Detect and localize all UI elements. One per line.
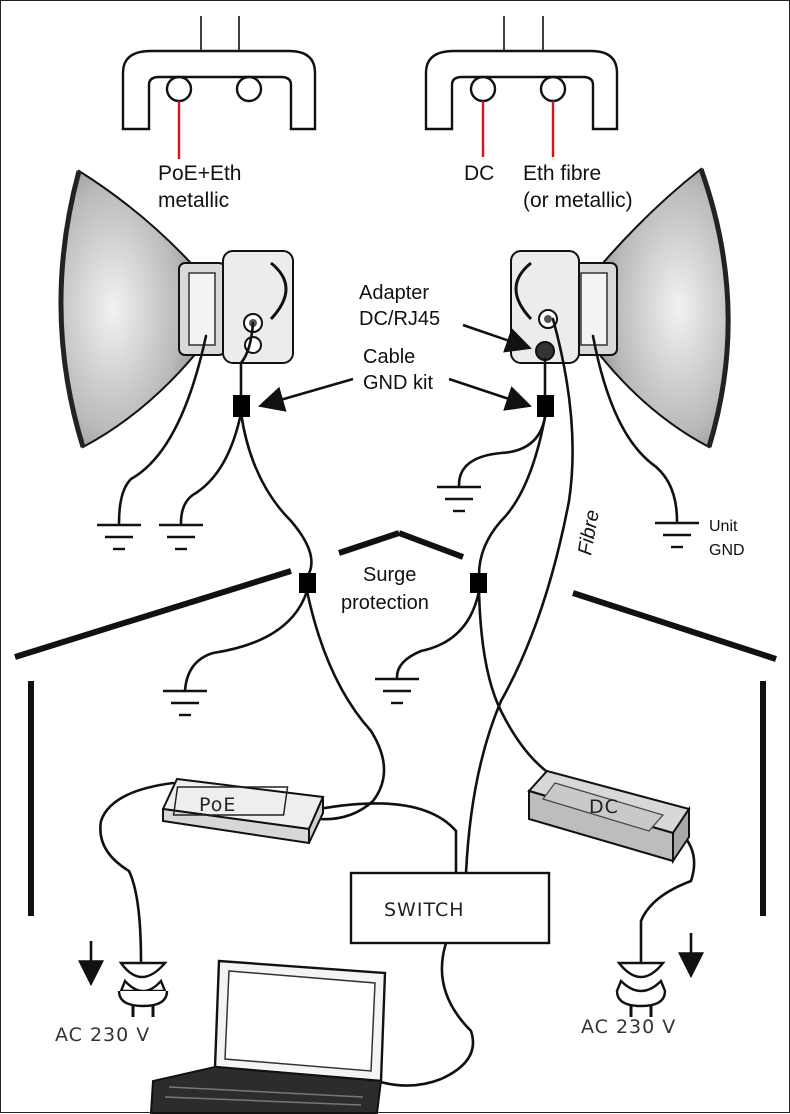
right-connector-dc-label: DC (464, 162, 494, 185)
dc-label: DC (589, 796, 619, 818)
dc-port (469, 75, 497, 103)
unit-gnd-label-2: GND (709, 542, 745, 559)
ground-symbol-3 (163, 689, 207, 717)
surge-label-2: protection (341, 592, 429, 614)
right-surge-protector (470, 573, 487, 593)
right-power-plug-icon (615, 961, 667, 1017)
cables (99, 317, 696, 1087)
laptop-icon (149, 959, 387, 1114)
ground-symbol-4 (437, 485, 481, 513)
spare-port (235, 75, 263, 103)
building-outline (14, 530, 777, 916)
left-connector-label-2: metallic (158, 189, 229, 212)
left-gnd-kit (233, 395, 250, 417)
poe-label: PoE (199, 794, 236, 816)
surge-label-1: Surge (363, 564, 416, 586)
left-connector-drawing (121, 16, 317, 159)
left-antenna (58, 169, 294, 449)
poe-injector: PoE (161, 777, 325, 845)
left-surge-protector (299, 573, 316, 593)
ground-symbol-6 (655, 521, 699, 549)
right-connector-label-2: (or metallic) (523, 189, 633, 212)
right-connector-drawing (424, 16, 619, 157)
right-ac-label: AC 230 V (581, 1016, 676, 1038)
cable-gnd-label-2: GND kit (363, 372, 433, 394)
switch-label: SWITCH (384, 899, 465, 921)
switch-box (349, 871, 551, 945)
ground-symbol-2 (159, 523, 203, 551)
eth-fibre-port (539, 75, 567, 103)
adapter-label-1: Adapter (359, 282, 429, 304)
ground-symbol-1 (97, 523, 141, 551)
adapter-label-2: DC/RJ45 (359, 308, 440, 330)
right-connector-label-1: Eth fibre (523, 162, 601, 185)
left-ac-label: AC 230 V (55, 1024, 150, 1046)
dc-rj45-adapter (535, 341, 555, 361)
left-connector-label-1: PoE+Eth (158, 162, 241, 185)
ground-symbol-5 (375, 677, 419, 705)
fibre-label: Fibre (574, 508, 604, 557)
left-power-plug-icon (117, 961, 169, 1017)
cable-gnd-label-1: Cable (363, 346, 415, 368)
right-gnd-kit (537, 395, 554, 417)
poe-eth-port (165, 75, 193, 103)
dc-injector: DC (527, 769, 691, 865)
unit-gnd-label-1: Unit (709, 518, 738, 535)
